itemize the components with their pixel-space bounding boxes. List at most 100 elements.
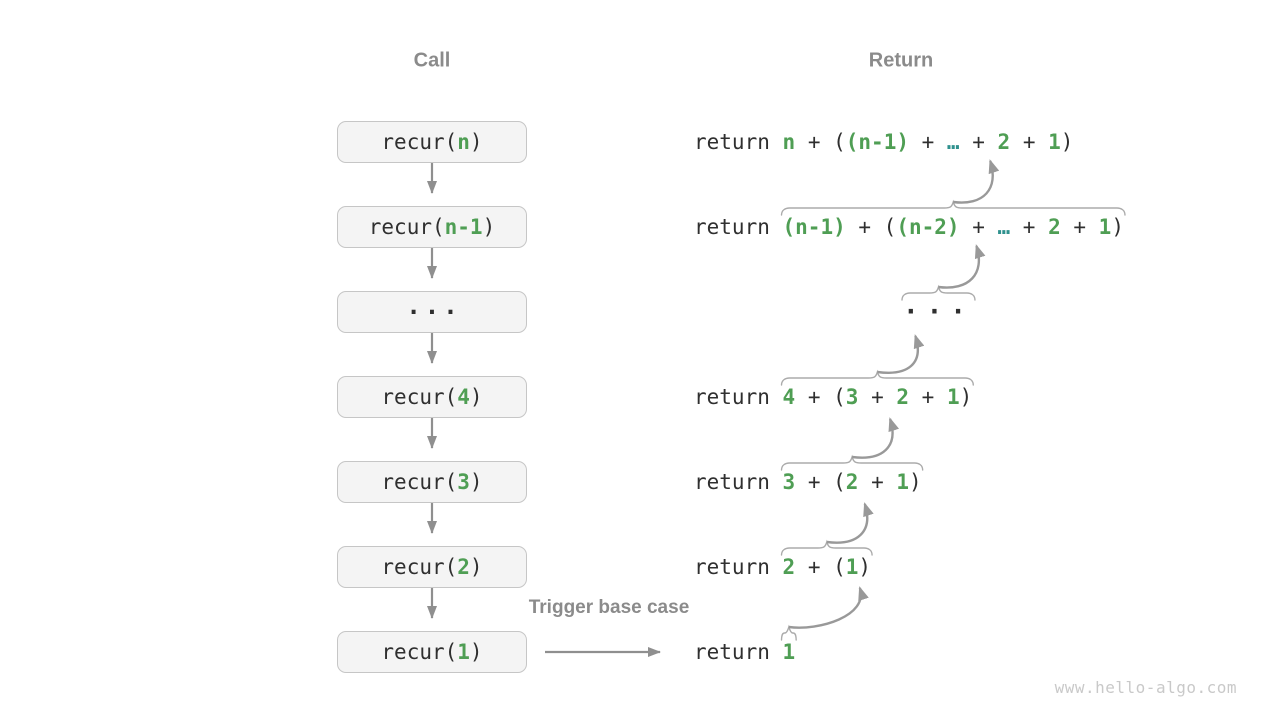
expression-segment: ··· (903, 297, 974, 327)
expression-segment: 2 (1048, 215, 1061, 239)
call-column-header: Call (413, 49, 451, 72)
expression-segment: + (795, 130, 834, 154)
expression-segment: 4 (782, 385, 796, 409)
call-box-text: 1 (457, 640, 470, 664)
call-box-text: 2 (457, 555, 470, 579)
expression-segment: 2 (782, 555, 796, 579)
return-expression: 3 + (2 + 1) (783, 470, 922, 494)
recursion-return-arrow (826, 502, 874, 544)
call-box-text: n (457, 130, 470, 154)
watermark: www.hello-algo.com (1054, 678, 1237, 697)
call-box: recur(2) (337, 546, 527, 588)
expression-segment: ) (959, 385, 973, 409)
call-box-text: ) (469, 470, 483, 494)
recursion-return-arrow (953, 159, 1000, 204)
expression-segment: + (795, 555, 834, 579)
call-box-text: recur( (381, 640, 458, 664)
recursion-return-arrow (877, 334, 925, 374)
return-keyword: return (694, 385, 783, 409)
return-line: return 1 (694, 638, 795, 666)
call-box-text: 4 (457, 385, 470, 409)
expression-segment: + (845, 215, 884, 239)
return-ellipsis: ··· (903, 298, 974, 326)
expression-segment: ( (883, 215, 897, 239)
expression-segment: 3 (782, 470, 796, 494)
expression-segment: 1 (946, 385, 960, 409)
expression-segment: + (959, 215, 998, 239)
call-box-text: ) (469, 130, 483, 154)
expression-segment: … (997, 215, 1011, 239)
return-expression: n + ((n-1) + … + 2 + 1) (783, 130, 1074, 154)
expression-segment: 2 (896, 385, 910, 409)
expression-segment: ) (1111, 215, 1124, 239)
return-expression: ··· (903, 297, 974, 327)
expression-segment: + (959, 130, 998, 154)
expression-segment: ( (833, 385, 846, 409)
call-box-text: ) (469, 385, 483, 409)
call-box-text: recur( (381, 385, 458, 409)
expression-segment: + (909, 385, 947, 409)
return-expression: 2 + (1) (783, 555, 872, 579)
return-keyword: return (694, 640, 783, 664)
expression-segment: ( (833, 130, 846, 154)
expression-segment: + (1010, 215, 1049, 239)
expression-segment: + (908, 130, 947, 154)
call-box-text: recur( (368, 215, 445, 239)
expression-segment: … (946, 130, 960, 154)
return-keyword: return (694, 555, 783, 579)
expression-segment: + (1060, 215, 1099, 239)
return-line: return 3 + (2 + 1) (694, 468, 922, 496)
expression-segment: 1 (896, 470, 910, 494)
expression-segment: 1 (782, 640, 796, 664)
call-box-text: n-1 (444, 215, 483, 239)
call-box: recur(3) (337, 461, 527, 503)
recursion-return-arrow (938, 244, 986, 289)
return-line: return (n-1) + ((n-2) + … + 2 + 1) (694, 213, 1124, 241)
return-keyword: return (694, 470, 783, 494)
return-line: return 4 + (3 + 2 + 1) (694, 383, 972, 411)
expression-segment: ( (833, 470, 846, 494)
call-box-text: ) (469, 640, 483, 664)
expression-segment: 2 (997, 130, 1011, 154)
return-line: return 2 + (1) (694, 553, 871, 581)
call-box-text: ··· (406, 298, 462, 326)
expression-segment: + (1010, 130, 1049, 154)
return-expression: (n-1) + ((n-2) + … + 2 + 1) (783, 215, 1124, 239)
trigger-base-case-label: Trigger base case (528, 597, 690, 618)
recursion-return-arrow (788, 586, 869, 629)
return-keyword: return (694, 130, 783, 154)
call-box-text: recur( (381, 130, 458, 154)
recursion-return-arrow (851, 417, 899, 459)
return-column-header: Return (868, 49, 934, 72)
expression-segment: ) (909, 470, 922, 494)
expression-segment: (n-2) (896, 215, 960, 239)
expression-segment: ( (833, 555, 846, 579)
expression-segment: (n-1) (845, 130, 909, 154)
call-box-ellipsis: ··· (337, 291, 527, 333)
return-line: return n + ((n-1) + … + 2 + 1) (694, 128, 1073, 156)
call-box-text: 3 (457, 470, 470, 494)
return-expression: 4 + (3 + 2 + 1) (783, 385, 973, 409)
expression-segment: 1 (845, 555, 859, 579)
call-box: recur(n) (337, 121, 527, 163)
call-box-text: recur( (381, 555, 458, 579)
expression-segment: 1 (1048, 130, 1061, 154)
expression-segment: 2 (845, 470, 859, 494)
expression-segment: ) (1060, 130, 1074, 154)
expression-segment: ) (858, 555, 872, 579)
expression-segment: n (782, 130, 796, 154)
expression-segment: 1 (1098, 215, 1112, 239)
expression-segment: + (858, 385, 897, 409)
expression-segment: 3 (845, 385, 859, 409)
return-expression: 1 (783, 640, 796, 664)
expression-segment: (n-1) (782, 215, 846, 239)
expression-segment: + (858, 470, 897, 494)
call-box: recur(1) (337, 631, 527, 673)
call-box-text: ) (469, 555, 483, 579)
return-keyword: return (694, 215, 783, 239)
call-box: recur(4) (337, 376, 527, 418)
call-box-text: recur( (381, 470, 458, 494)
call-box-text: ) (482, 215, 496, 239)
call-box: recur(n-1) (337, 206, 527, 248)
